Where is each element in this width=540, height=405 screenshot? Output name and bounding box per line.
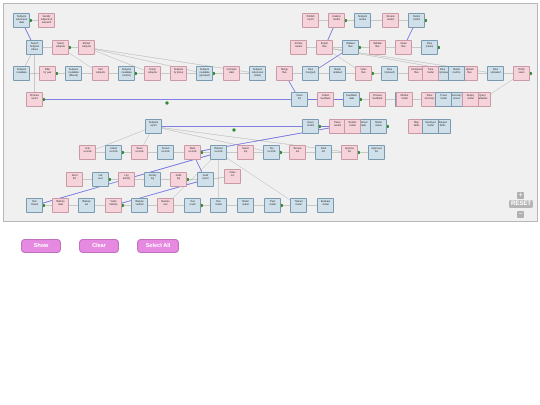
edge-junction-dot bbox=[165, 101, 169, 105]
zoom-in-button[interactable]: + bbox=[517, 192, 524, 199]
graph-edge bbox=[86, 47, 153, 74]
edge-junction-dot bbox=[232, 128, 236, 132]
graph-edges bbox=[21, 18, 533, 208]
graph-node[interactable]: Files(merged) bbox=[302, 66, 319, 81]
select-all-button[interactable]: Select All bbox=[137, 239, 179, 253]
graph-node[interactable]: Files(indexed) bbox=[381, 66, 398, 81]
clear-button[interactable]: Clear bbox=[79, 239, 119, 253]
graph-edge bbox=[113, 179, 206, 206]
reset-button[interactable]: RESET bbox=[509, 200, 533, 208]
graph-edge bbox=[87, 126, 154, 153]
graph-edge bbox=[218, 152, 299, 206]
graph-edge bbox=[165, 152, 219, 206]
show-button[interactable]: Show bbox=[21, 239, 61, 253]
graph-node[interactable]: Files(clean) bbox=[421, 40, 438, 55]
zoom-out-button[interactable]: − bbox=[517, 211, 524, 218]
